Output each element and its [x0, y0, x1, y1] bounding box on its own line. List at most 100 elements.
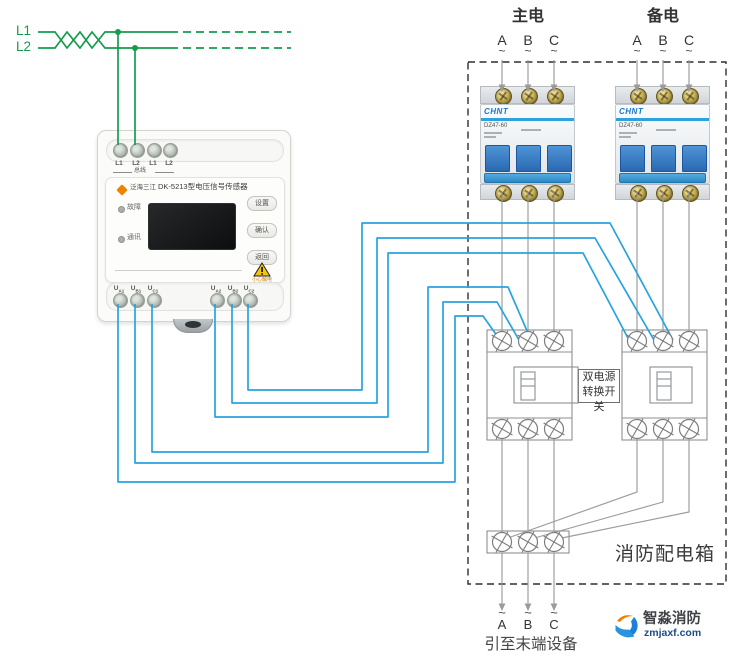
breaker-handle-tiebar[interactable] — [619, 173, 706, 183]
phase-a-label: A — [497, 32, 507, 48]
sensor-front-panel: 泛海三江 DK-5213型电压信号传感器 故障 通讯 设置 确认 返回 小心触电 — [105, 177, 285, 283]
ac-tilde: ~ — [685, 44, 693, 58]
breaker-handle[interactable] — [682, 145, 707, 172]
junction-dot — [115, 29, 121, 35]
ts-right-top-phase-b: B — [658, 352, 668, 366]
sensor-terminal-ub2 — [226, 292, 242, 308]
ts-left-bot-phase-b: B — [523, 403, 533, 417]
breaker-brand: CHNT — [484, 107, 509, 116]
breaker-screw — [520, 87, 538, 105]
sensor-brand: 泛海三江 — [130, 184, 156, 191]
brand-diamond-icon — [116, 184, 128, 196]
sensor-bottom-term-label: UB1 — [130, 285, 142, 294]
voltage-sensor-device: L1 L2 L1 L2 总线 泛海三江 DK-5213型电压信号传感器 故障 通… — [97, 130, 291, 333]
breaker-screw — [681, 184, 699, 202]
phase-a-label: A — [632, 32, 642, 48]
out-phase-a: A — [497, 617, 507, 632]
breaker-screw — [494, 184, 512, 202]
ts-right-bot-phase-c: C — [684, 403, 694, 417]
bus-bracket-left — [113, 172, 132, 173]
breaker-body: CHNT DZ47-60 — [480, 104, 575, 184]
breaker-handle[interactable] — [485, 145, 510, 172]
sensor-title: DK-5213型电压信号传感器 — [158, 181, 248, 191]
out-phase-c: C — [549, 617, 559, 632]
fault-led-icon — [118, 206, 125, 213]
settings-button[interactable]: 设置 — [247, 196, 277, 211]
out-phase-b: B — [523, 617, 533, 632]
breaker-screw — [546, 87, 564, 105]
ts-left-top-phase-b: B — [523, 352, 533, 366]
ts-right-top-phase-a: A — [632, 352, 642, 366]
ts-left-top-phase-c: C — [549, 352, 559, 366]
breaker-model: DZ47-60 — [484, 123, 508, 129]
sensor-terminal-ua2 — [209, 292, 225, 308]
breaker-handle[interactable] — [516, 145, 541, 172]
breaker-screw — [494, 87, 512, 105]
main-supply-label: 主电 — [511, 8, 545, 25]
breaker-body: CHNT DZ47-60 — [615, 104, 710, 184]
breaker-handle[interactable] — [651, 145, 676, 172]
ac-tilde: ~ — [498, 44, 506, 58]
breaker-model: DZ47-60 — [619, 123, 643, 129]
breaker-screw — [629, 184, 647, 202]
breaker-blue-stripe — [481, 118, 574, 121]
ac-tilde: ~ — [550, 44, 558, 58]
sensor-top-term-label: L1 — [149, 160, 157, 167]
ac-tilde: ~ — [659, 44, 667, 58]
breaker-fine-print — [656, 129, 676, 131]
ts-left-top-phase-a: A — [497, 352, 507, 366]
junction-dot — [132, 45, 138, 51]
breaker-handle[interactable] — [547, 145, 572, 172]
sensor-terminal-ub1 — [129, 292, 145, 308]
logo-name: 智淼消防 — [643, 611, 701, 627]
ac-tilde: ~ — [498, 605, 506, 620]
confirm-button[interactable]: 确认 — [247, 223, 277, 238]
main-breaker: CHNT DZ47-60 — [480, 86, 575, 202]
sensor-terminal-ua1 — [112, 292, 128, 308]
bus-bracket-right — [155, 172, 174, 173]
sensor-terminal-uc1 — [146, 292, 162, 308]
mains-l1-label: L1 — [16, 23, 32, 38]
ac-tilde: ~ — [633, 44, 641, 58]
comm-led-label: 通讯 — [127, 234, 141, 241]
output-caption: 引至末端设备 — [484, 636, 578, 653]
breaker-screw — [546, 184, 564, 202]
din-rail-clip — [173, 319, 213, 333]
output-terminal-strip — [486, 530, 570, 554]
breaker-handle-tiebar[interactable] — [484, 173, 571, 183]
transfer-switch-left-unit — [486, 329, 579, 441]
lcd-display — [148, 203, 236, 250]
mains-l2-label: L2 — [16, 39, 32, 54]
ts-right-bot-phase-a: A — [632, 403, 642, 417]
sensor-terminal-l2-out — [162, 142, 178, 158]
breaker-fine-print — [521, 129, 541, 131]
sensor-terminal-l1-in — [112, 142, 128, 158]
breaker-fine-print — [619, 136, 631, 138]
fire-distribution-box-label: 消防配电箱 — [615, 544, 716, 565]
sensor-top-term-label: L1 — [115, 160, 123, 167]
ac-tilde: ~ — [550, 605, 558, 620]
sensor-terminal-l1-out — [146, 142, 162, 158]
breaker-screw — [520, 184, 538, 202]
phase-c-label: C — [548, 32, 560, 48]
transfer-switch-right-unit — [621, 329, 708, 441]
breaker-brand: CHNT — [619, 107, 644, 116]
breaker-handle[interactable] — [620, 145, 645, 172]
breaker-screw — [655, 87, 673, 105]
breaker-fine-print — [619, 132, 637, 134]
phase-b-label: B — [658, 32, 668, 48]
breaker-fine-print — [484, 132, 502, 134]
backup-supply-label: 备电 — [646, 8, 680, 25]
ac-tilde: ~ — [524, 44, 532, 58]
comm-led-icon — [118, 236, 125, 243]
panel-divider — [115, 270, 242, 271]
ac-tilde: ~ — [524, 605, 532, 620]
breaker-screw — [655, 184, 673, 202]
phase-c-label: C — [683, 32, 695, 48]
screw-terminals — [491, 330, 701, 554]
logo-site[interactable]: zmjaxf.com — [644, 627, 702, 639]
breaker-fine-print — [484, 136, 496, 138]
warning-triangle-icon — [253, 262, 271, 277]
zhimiao-logo-icon — [614, 613, 639, 638]
